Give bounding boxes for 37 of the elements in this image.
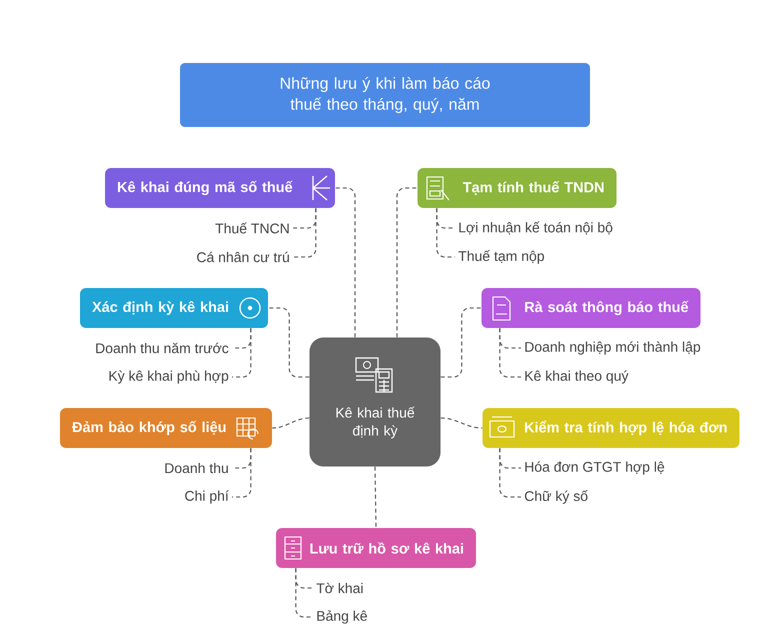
connector-line bbox=[374, 466, 377, 528]
item-text: Kỳ kê khai phù hợp bbox=[109, 370, 228, 384]
category-box: Lưu trữ hồ sơ kê khai bbox=[276, 528, 476, 568]
connector-line bbox=[440, 307, 482, 378]
item-text: Hóa đơn GTGT hợp lệ bbox=[525, 461, 664, 475]
connector-line bbox=[436, 208, 455, 258]
item-text: Tờ khai bbox=[316, 582, 363, 594]
category-box: Đảm bảo khớp số liệu bbox=[60, 408, 272, 448]
connector-line bbox=[396, 187, 418, 338]
item-text: Doanh thu năm trước bbox=[96, 342, 228, 354]
category-box: Kiểm tra tính hợp lệ hóa đơn bbox=[482, 408, 740, 448]
connector-line bbox=[232, 328, 252, 378]
connector-line bbox=[295, 568, 313, 618]
item-text: Lợi nhuận kế toán nội bộ bbox=[459, 222, 612, 234]
connector-line bbox=[268, 307, 310, 378]
item-text: Bảng kê bbox=[317, 610, 367, 624]
item-text: Kê khai theo quý bbox=[525, 370, 628, 384]
item-text: Chi phí bbox=[185, 490, 229, 504]
category-box: Tạm tính thuế TNDN bbox=[418, 168, 616, 208]
category-box: Kê khai đúng mã số thuế bbox=[105, 168, 335, 208]
item-text: Chữ ký số bbox=[524, 490, 588, 504]
connector-line bbox=[335, 187, 356, 338]
title-box: Những lưu ý khi làm báo cáo thuế theo tháng, quý, năm bbox=[180, 63, 590, 127]
category-box: Xác định kỳ kê khai bbox=[80, 288, 268, 328]
connector-line bbox=[232, 448, 252, 498]
item-text: Thuế TNCN bbox=[215, 222, 289, 234]
item-text: Doanh thu bbox=[165, 462, 228, 474]
item-text: Thuế tạm nộp bbox=[458, 250, 544, 264]
connector-line bbox=[272, 417, 310, 429]
item-text: Cá nhân cư trú bbox=[197, 252, 289, 262]
connector-line bbox=[499, 328, 521, 378]
connector-line bbox=[293, 208, 316, 258]
item-text: Doanh nghiệp mới thành lập bbox=[525, 341, 700, 355]
connector-line bbox=[499, 448, 521, 498]
category-box: Rà soát thông báo thuế bbox=[482, 288, 700, 328]
topic-box: Kê khai thuế định kỳ bbox=[310, 338, 440, 466]
connector-line bbox=[440, 417, 482, 429]
